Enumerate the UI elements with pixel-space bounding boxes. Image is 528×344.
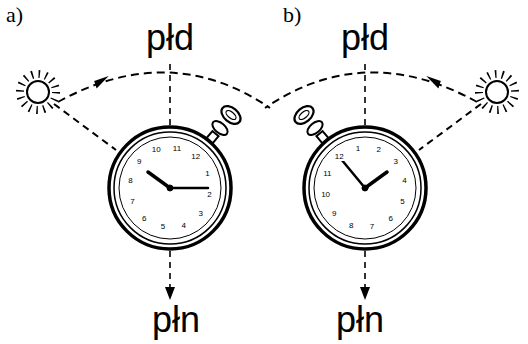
dial-number: 10 — [320, 191, 331, 199]
dial-number: 1 — [204, 170, 210, 178]
dial-number: 1 — [355, 145, 361, 153]
dial-number: 9 — [136, 158, 142, 166]
dial-number: 8 — [127, 177, 133, 185]
dial-number: 5 — [160, 223, 166, 231]
dial-number: 5 — [399, 198, 405, 206]
dial-number: 7 — [369, 223, 375, 231]
dial-number: 11 — [172, 145, 182, 153]
direction-label: płd — [339, 20, 391, 56]
dial-number: 3 — [197, 210, 203, 218]
dial-number: 4 — [401, 177, 407, 185]
dial-number: 10 — [151, 146, 162, 154]
dial-number: 2 — [206, 191, 212, 199]
direction-label: płn — [150, 302, 202, 338]
dial-number: 12 — [190, 153, 201, 161]
dial-number: 7 — [129, 198, 135, 206]
dial-number: 12 — [334, 153, 345, 161]
direction-label: płn — [334, 302, 386, 338]
dial-number: 9 — [331, 210, 337, 218]
dial-number: 8 — [348, 222, 354, 230]
figure-letter: b) — [283, 4, 301, 26]
dial-number: 2 — [375, 146, 381, 154]
dial-number: 3 — [392, 158, 398, 166]
direction-label: płd — [144, 20, 196, 56]
figure-letter: a) — [6, 4, 23, 26]
dial-number: 11 — [322, 170, 332, 178]
dial-number: 6 — [387, 215, 393, 223]
dial-number: 6 — [141, 215, 147, 223]
dial-number: 4 — [180, 222, 186, 230]
